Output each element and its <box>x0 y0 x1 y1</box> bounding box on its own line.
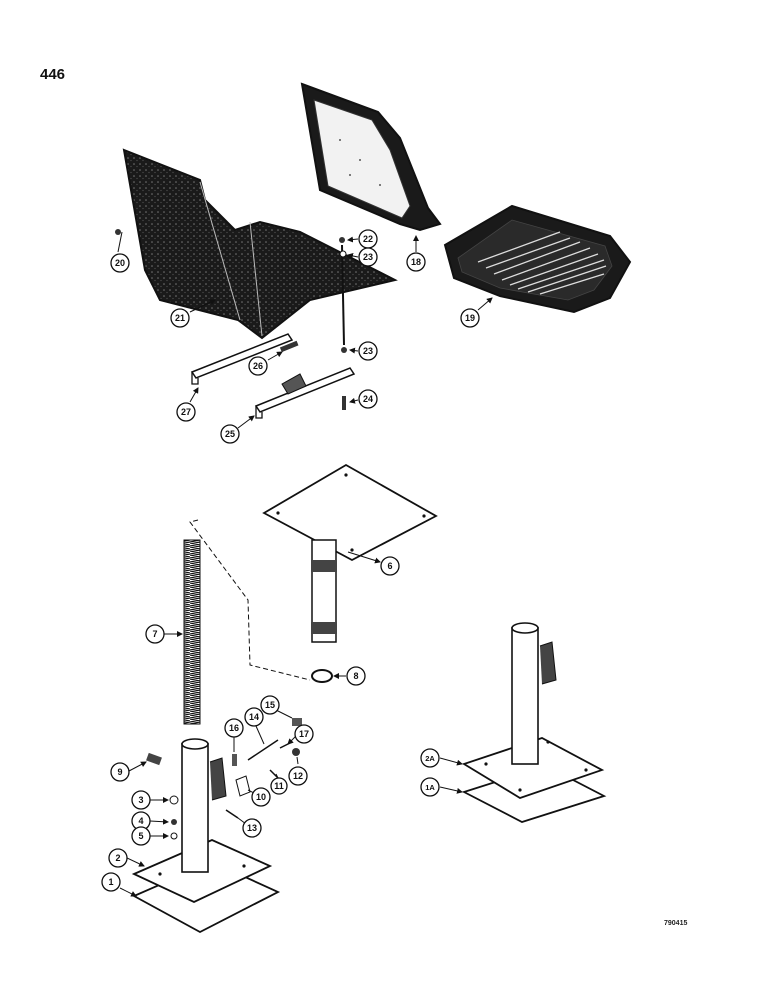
bushing-part-15 <box>292 718 302 726</box>
svg-text:1A: 1A <box>425 783 435 792</box>
svg-text:10: 10 <box>256 792 266 802</box>
part-17 <box>279 741 293 749</box>
part-5 <box>170 832 178 840</box>
svg-text:7: 7 <box>152 629 157 639</box>
knob-part-12 <box>292 748 300 756</box>
svg-text:18: 18 <box>411 257 421 267</box>
svg-text:13: 13 <box>247 823 257 833</box>
svg-text:16: 16 <box>229 723 239 733</box>
backrest-part-18 <box>300 82 442 232</box>
callout-6: 6 <box>347 551 400 576</box>
callout-13: 13 <box>237 817 262 838</box>
washer-part-23b <box>341 347 347 353</box>
svg-text:17: 17 <box>299 729 309 739</box>
washer-part-23 <box>339 250 347 258</box>
document-code: 790415 <box>664 920 688 927</box>
adjuster-rod <box>341 244 345 346</box>
callout-11: 11 <box>270 773 288 795</box>
pin-part-14 <box>247 739 279 761</box>
svg-text:8: 8 <box>353 671 358 681</box>
callout-9: 9 <box>110 761 147 782</box>
callout-2A: 2A <box>420 748 463 768</box>
callout-14: 14 <box>244 707 265 745</box>
svg-text:1: 1 <box>108 877 113 887</box>
svg-text:12: 12 <box>293 771 303 781</box>
callout-25: 25 <box>220 415 255 444</box>
callout-1A: 1A <box>420 777 463 797</box>
slide-rail-part-25 <box>254 367 356 419</box>
slide-rail-part-27 <box>190 333 294 385</box>
page-number: 446 <box>40 66 66 83</box>
svg-text:9: 9 <box>117 767 122 777</box>
svg-text:6: 6 <box>387 561 392 571</box>
svg-text:22: 22 <box>363 234 373 244</box>
callout-26: 26 <box>248 351 283 376</box>
svg-text:26: 26 <box>253 361 263 371</box>
svg-text:25: 25 <box>225 429 235 439</box>
spring-part-7 <box>183 539 201 725</box>
callout-12: 12 <box>288 756 308 786</box>
svg-text:15: 15 <box>265 700 275 710</box>
callout-2: 2 <box>108 848 145 868</box>
callout-19: 19 <box>460 297 493 328</box>
pedestal-assembly-left <box>131 738 281 934</box>
svg-text:21: 21 <box>175 313 185 323</box>
svg-text:5: 5 <box>138 831 143 841</box>
part-3 <box>169 795 179 805</box>
callout-1: 1 <box>101 872 137 897</box>
callout-16: 16 <box>224 718 244 752</box>
bolt-part-22 <box>339 237 345 243</box>
part-11 <box>269 769 279 779</box>
svg-text:4: 4 <box>138 816 143 826</box>
callout-4: 4 <box>131 811 169 831</box>
callout-3: 3 <box>131 790 169 810</box>
top-plate-part-6 <box>262 463 438 683</box>
callout-8: 8 <box>333 666 366 686</box>
callout-27: 27 <box>176 387 199 422</box>
svg-text:19: 19 <box>465 313 475 323</box>
svg-text:3: 3 <box>138 795 143 805</box>
bolt-part-20 <box>115 229 121 235</box>
assembly-guide-line <box>189 519 311 681</box>
callout-20: 20 <box>110 231 130 273</box>
seat-cushion-part-19 <box>443 204 632 314</box>
callout-18: 18 <box>406 235 426 272</box>
seat-pan-part-21 <box>122 148 398 340</box>
callout-10: 10 <box>247 787 271 807</box>
bolt-part-24 <box>342 396 346 410</box>
callout-23-bottom: 23 <box>349 341 378 361</box>
svg-text:24: 24 <box>363 394 373 404</box>
callout-23-top: 23 <box>347 247 378 267</box>
fitting-part-9 <box>146 752 162 766</box>
callout-17: 17 <box>287 724 314 745</box>
callout-24: 24 <box>349 389 378 409</box>
callout-7: 7 <box>145 624 183 644</box>
ring-part-8 <box>311 669 333 683</box>
svg-text:23: 23 <box>363 346 373 356</box>
svg-text:27: 27 <box>181 407 191 417</box>
svg-text:11: 11 <box>274 781 284 791</box>
spring-part-26 <box>279 340 299 353</box>
part-16 <box>232 754 237 766</box>
latch-part-10 <box>235 775 251 797</box>
part-13 <box>225 809 239 819</box>
svg-text:2A: 2A <box>425 754 435 763</box>
pedestal-assembly-right <box>461 622 607 823</box>
callout-5: 5 <box>131 826 169 846</box>
callout-22: 22 <box>347 229 378 249</box>
callout-21: 21 <box>170 299 216 328</box>
svg-text:2: 2 <box>115 853 120 863</box>
svg-text:14: 14 <box>249 712 259 722</box>
svg-text:23: 23 <box>363 252 373 262</box>
callout-15: 15 <box>260 695 293 719</box>
svg-text:20: 20 <box>115 258 125 268</box>
part-4 <box>171 819 177 825</box>
